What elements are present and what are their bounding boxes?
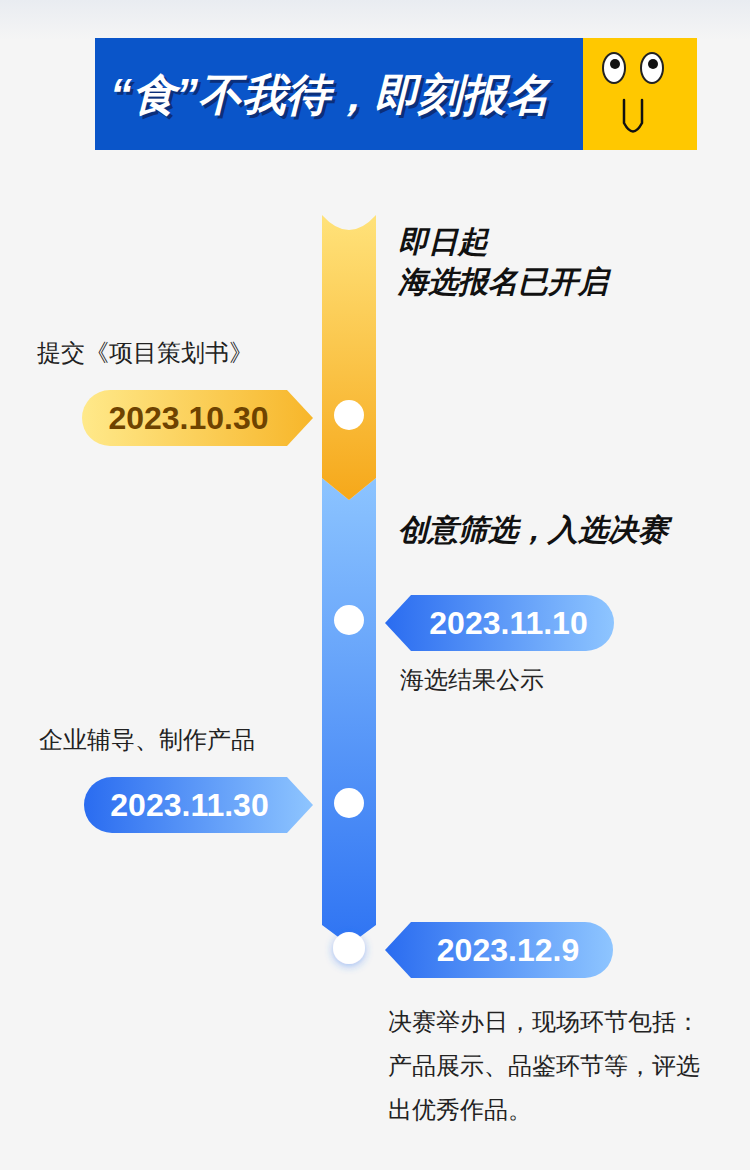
milestone-dot (334, 788, 364, 818)
face-box (583, 38, 697, 150)
timeline-bar (322, 215, 376, 500)
pupil (610, 59, 620, 69)
date-text: 2023.12.9 (411, 922, 605, 978)
timeline-bar (322, 478, 376, 945)
date-text: 2023.11.30 (92, 777, 287, 833)
tag-outline (385, 595, 614, 651)
tag-outline (385, 922, 613, 978)
milestone-dot (333, 932, 365, 964)
title: “食”不我待，即刻报名 (110, 66, 580, 124)
step-note: 提交《项目策划书》 (37, 338, 337, 368)
date-tag: 2023.11.10海选结果公示 (385, 595, 614, 651)
date-text: 2023.10.30 (90, 390, 287, 446)
phase-heading: 即日起 海选报名已开启 (398, 222, 698, 302)
milestone-dot (334, 400, 364, 430)
eye (603, 53, 625, 83)
pupil (648, 59, 658, 69)
date-tag: 提交《项目策划书》2023.10.30 (82, 390, 313, 446)
title-band (95, 38, 585, 150)
step-note: 决赛举办日，现场环节包括：产品展示、品鉴环节等，评选出优秀作品。 (388, 1000, 718, 1132)
phase-heading: 创意筛选，入选决赛 (398, 510, 718, 550)
tag-outline (84, 777, 313, 833)
date-tag: 企业辅导、制作产品2023.11.30 (84, 777, 313, 833)
date-text: 2023.11.10 (411, 595, 606, 651)
step-note: 企业辅导、制作产品 (39, 725, 339, 755)
eye (641, 53, 663, 83)
milestone-dot (334, 605, 364, 635)
mouth (624, 100, 642, 132)
date-tag: 2023.12.9决赛举办日，现场环节包括：产品展示、品鉴环节等，评选出优秀作品… (385, 922, 613, 978)
top-shade (0, 0, 750, 40)
step-note: 海选结果公示 (400, 665, 700, 695)
tag-outline (82, 390, 313, 446)
